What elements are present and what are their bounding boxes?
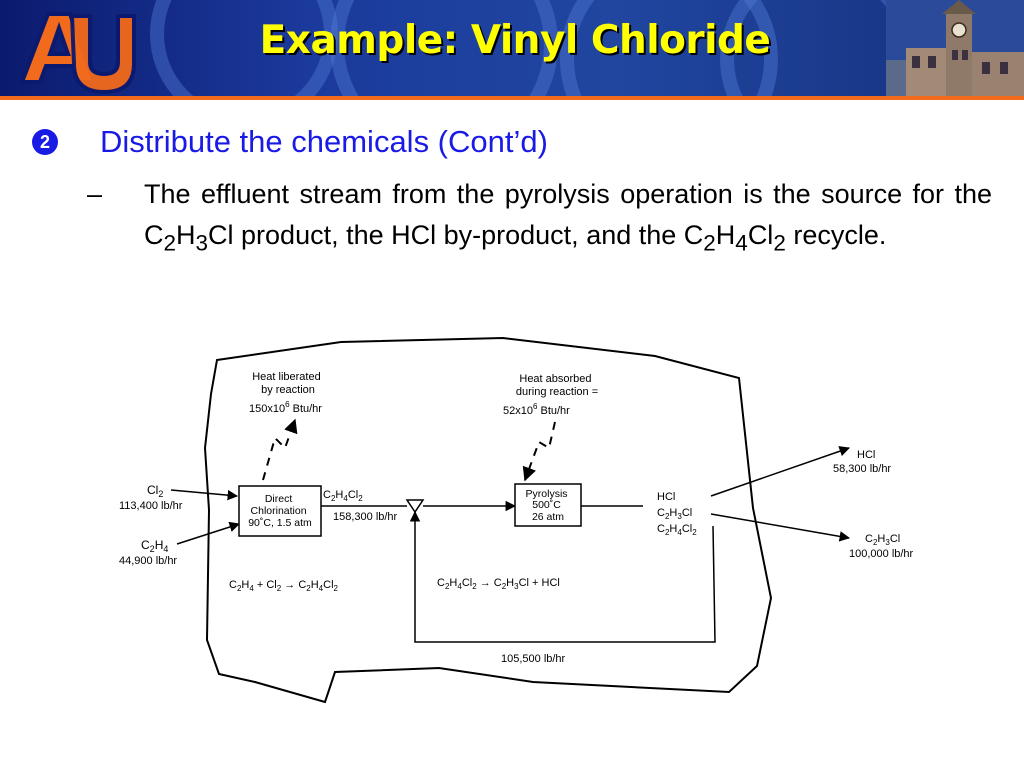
au-logo-icon bbox=[19, 12, 136, 95]
subscript: 2 bbox=[163, 230, 177, 256]
dash-bullet: – bbox=[87, 179, 103, 209]
direct-chlorination-reaction: C2H4 + Cl2 → C2H4Cl2 bbox=[229, 579, 339, 593]
subscript: 2 bbox=[773, 230, 786, 256]
vcm-output-arrow bbox=[710, 513, 851, 542]
hcl-output-rate: 58,300 lb/hr bbox=[833, 463, 891, 475]
c2h4-feed-rate: 44,900 lb/hr bbox=[119, 555, 177, 567]
numbered-bullet-icon: 2 bbox=[32, 129, 58, 155]
text-run: H bbox=[176, 220, 196, 250]
header-banner: Example: Vinyl Chloride bbox=[0, 0, 1024, 100]
mixer-junction-icon bbox=[405, 499, 425, 514]
heat-liberated-label: Heat liberated by reaction bbox=[252, 371, 324, 396]
text-run: H bbox=[715, 220, 736, 250]
heat-absorbed-dashed-arrow bbox=[522, 421, 556, 482]
text-run: The effluent stream from the pyrolysis o… bbox=[144, 179, 992, 250]
clock-tower-building-icon bbox=[886, 0, 1024, 98]
subscript: 3 bbox=[195, 230, 209, 256]
hcl-output-arrow bbox=[710, 446, 850, 497]
bullet-level1-text: Distribute the chemicals (Cont’d) bbox=[100, 124, 548, 159]
product-c2h3cl-label: C2H3Cl bbox=[657, 507, 692, 521]
banner-swirl-decoration bbox=[330, 0, 558, 100]
recycle-rate: 105,500 lb/hr bbox=[501, 653, 566, 665]
heat-absorbed-value: 52x106 Btu/hr bbox=[503, 402, 570, 417]
edc-stream-label: C2H4Cl2 bbox=[323, 489, 363, 503]
cl2-feed-arrow bbox=[170, 489, 239, 501]
vcm-output-label: C2H3Cl bbox=[865, 533, 900, 547]
pyrolysis-box bbox=[514, 483, 582, 527]
cl2-feed-rate: 113,400 lb/hr bbox=[119, 500, 183, 512]
c2h4-feed-label: C2H4 bbox=[141, 538, 168, 554]
heat-liberated-value: 150x106 Btu/hr bbox=[249, 400, 322, 415]
subscript: 2 bbox=[703, 230, 716, 256]
page-title: Example: Vinyl Chloride bbox=[259, 18, 771, 63]
direct-chlorination-label: Direct Chlorination 90˚C, 1.5 atm bbox=[248, 493, 312, 529]
text-run: Cl bbox=[747, 220, 774, 250]
bullet-level2-text: The effluent stream from the pyrolysis o… bbox=[144, 174, 992, 263]
product-hcl-label: HCl bbox=[657, 491, 675, 503]
heat-absorbed-label: Heat absorbed during reaction = bbox=[516, 373, 598, 398]
pyrolysis-label: Pyrolysis 500˚C 26 atm bbox=[526, 488, 571, 523]
c2h4-feed-arrow bbox=[176, 521, 240, 545]
pyrolysis-reaction: C2H4Cl2 → C2H3Cl + HCl bbox=[437, 577, 560, 591]
direct-chlorination-box bbox=[238, 485, 322, 537]
cl2-feed-label: Cl2 bbox=[147, 483, 163, 499]
hcl-output-label: HCl bbox=[857, 449, 875, 461]
text-run: Cl product, the HCl by-product, and the … bbox=[208, 220, 704, 250]
product-c2h4cl2-label: C2H4Cl2 bbox=[657, 523, 697, 537]
text-run: recycle. bbox=[785, 220, 887, 250]
banner-accent-rule bbox=[0, 96, 1024, 100]
edc-stream-rate: 158,300 lb/hr bbox=[333, 511, 398, 523]
heat-liberated-dashed-arrow bbox=[262, 418, 298, 481]
process-envelope-boundary bbox=[203, 336, 773, 704]
recycle-loop-line bbox=[409, 510, 716, 643]
subscript: 4 bbox=[735, 230, 748, 256]
vcm-output-rate: 100,000 lb/hr bbox=[849, 548, 914, 560]
bullet-level2: – The effluent stream from the pyrolysis… bbox=[87, 174, 992, 263]
vinyl-chloride-process-diagram: Heat liberated by reaction 150x106 Btu/h… bbox=[119, 336, 914, 704]
bullet-level1: 2 Distribute the chemicals (Cont’d) bbox=[32, 124, 548, 160]
